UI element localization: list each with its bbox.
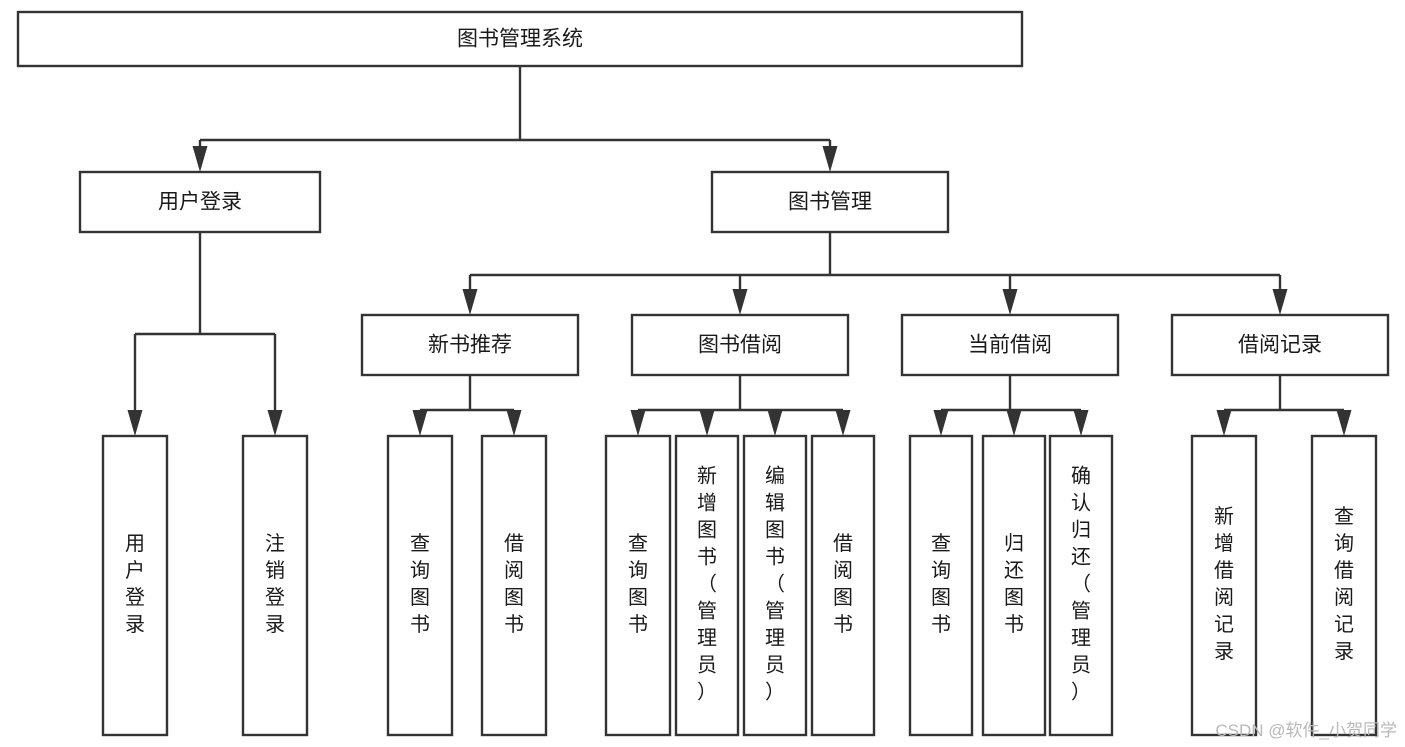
node-box	[810, 434, 876, 737]
node-leaf-query-book-1[interactable]: 查询图书	[386, 434, 454, 737]
node-box	[710, 170, 950, 234]
node-box	[742, 434, 808, 737]
node-label: 查询图书	[628, 532, 648, 636]
node-box	[78, 170, 322, 234]
arrow-head-icon	[699, 410, 715, 436]
node-borrow-record[interactable]: 借阅记录	[1170, 313, 1390, 377]
arrow-head-icon	[1006, 410, 1022, 436]
arrow-head-icon	[630, 410, 646, 436]
node-leaf-borrow-book-1[interactable]: 借阅图书	[480, 434, 548, 737]
node-book-manage[interactable]: 图书管理	[710, 170, 950, 234]
arrow-head-icon	[1002, 289, 1018, 315]
node-leaf-add-record[interactable]: 新增借阅记录	[1190, 434, 1258, 737]
node-label: 归还图书	[1004, 532, 1024, 636]
node-label: 图书借阅	[698, 334, 782, 357]
node-label: 借阅图书	[833, 532, 853, 636]
node-leaf-edit-book[interactable]: 编辑图书（管理员）	[742, 434, 808, 737]
arrow-head-icon	[506, 410, 522, 436]
node-label: 图书管理	[788, 191, 872, 214]
node-leaf-confirm-return[interactable]: 确认归还（管理员）	[1048, 434, 1114, 737]
node-box	[16, 10, 1024, 68]
node-book-borrow[interactable]: 图书借阅	[630, 313, 850, 377]
node-leaf-borrow-book-2[interactable]: 借阅图书	[810, 434, 876, 737]
node-label: 借阅记录	[1238, 334, 1322, 357]
node-label: 用户登录	[125, 533, 145, 636]
node-label: 注销登录	[265, 532, 285, 636]
arrow-head-icon	[462, 289, 478, 315]
connector-layer	[127, 66, 1352, 436]
node-leaf-user-login[interactable]: 用户登录	[101, 434, 169, 737]
node-leaf-query-book-3[interactable]: 查询图书	[908, 434, 974, 737]
node-label: 新书推荐	[428, 334, 512, 357]
node-box	[1310, 434, 1378, 737]
node-leaf-query-book-2[interactable]: 查询图书	[604, 434, 672, 737]
node-leaf-logout[interactable]: 注销登录	[241, 434, 309, 737]
node-label: 查询图书	[410, 532, 430, 636]
node-label: 新增借阅记录	[1214, 505, 1234, 663]
node-layer: 图书管理系统用户登录图书管理新书推荐图书借阅当前借阅借阅记录用户登录注销登录查询…	[16, 10, 1390, 737]
node-box	[908, 434, 974, 737]
node-root[interactable]: 图书管理系统	[16, 10, 1024, 68]
node-box	[480, 434, 548, 737]
arrow-head-icon	[1073, 410, 1089, 436]
node-label: 当前借阅	[968, 334, 1052, 357]
node-box	[1170, 313, 1390, 377]
node-box	[1190, 434, 1258, 737]
node-new-book-recommend[interactable]: 新书推荐	[360, 313, 580, 377]
node-box	[101, 434, 169, 737]
node-leaf-return-book[interactable]: 归还图书	[981, 434, 1047, 737]
node-leaf-query-record[interactable]: 查询借阅记录	[1310, 434, 1378, 737]
node-label: 用户登录	[158, 191, 242, 214]
node-user-login[interactable]: 用户登录	[78, 170, 322, 234]
node-box	[604, 434, 672, 737]
node-box	[900, 313, 1120, 377]
node-box	[981, 434, 1047, 737]
arrow-head-icon	[835, 410, 851, 436]
node-box	[630, 313, 850, 377]
arrow-head-icon	[192, 146, 208, 172]
node-box	[674, 434, 740, 737]
node-label: 借阅图书	[504, 532, 524, 636]
arrow-head-icon	[1336, 410, 1352, 436]
node-label: 图书管理系统	[457, 28, 583, 51]
node-label: 新增图书（管理员）	[697, 465, 717, 704]
node-label: 查询图书	[931, 532, 951, 636]
node-box	[360, 313, 580, 377]
node-label: 查询借阅记录	[1334, 505, 1354, 663]
arrow-head-icon	[127, 410, 143, 436]
watermark-label: CSDN @软件_小贺同学	[1215, 721, 1397, 740]
node-label: 编辑图书（管理员）	[765, 465, 785, 704]
node-current-borrow[interactable]: 当前借阅	[900, 313, 1120, 377]
arrow-head-icon	[767, 410, 783, 436]
arrow-head-icon	[412, 410, 428, 436]
node-box	[241, 434, 309, 737]
node-label: 确认归还（管理员）	[1071, 465, 1091, 704]
arrow-head-icon	[822, 146, 838, 172]
node-box	[386, 434, 454, 737]
arrow-head-icon	[267, 410, 283, 436]
arrow-head-icon	[1272, 289, 1288, 315]
arrow-head-icon	[933, 410, 949, 436]
arrow-head-icon	[1216, 410, 1232, 436]
node-leaf-add-book[interactable]: 新增图书（管理员）	[674, 434, 740, 737]
node-box	[1048, 434, 1114, 737]
arrow-head-icon	[732, 289, 748, 315]
